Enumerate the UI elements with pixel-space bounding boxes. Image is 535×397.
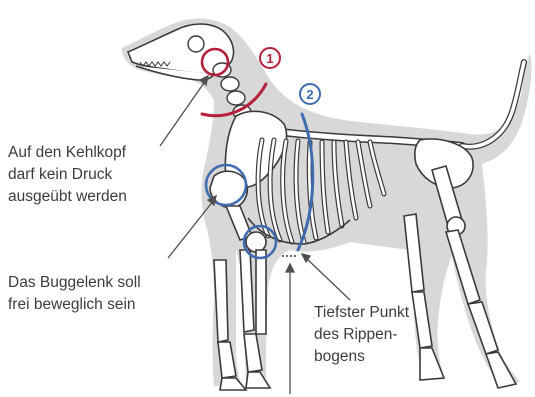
rib-label-line-3: bogens: [314, 346, 409, 368]
larynx-label-line-1: Auf den Kehlkopf: [8, 142, 127, 164]
larynx-label-line-2: darf kein Druck: [8, 164, 127, 186]
rib-lowest-point-label: Tiefster Punkt des Rippen- bogens: [314, 302, 409, 368]
rib-label-line-1: Tiefster Punkt: [314, 302, 409, 324]
marker-1-number: 1: [266, 51, 273, 66]
rib-label-line-2: des Rippen-: [314, 324, 409, 346]
larynx-label-line-3: ausgeübt werden: [8, 186, 127, 208]
shoulder-joint-label-line-1: Das Buggelenk soll: [8, 272, 141, 294]
shoulder-joint-label: Das Buggelenk soll frei beweglich sein: [8, 272, 141, 316]
larynx-label: Auf den Kehlkopf darf kein Druck ausgeüb…: [8, 142, 127, 208]
shoulder-joint-label-line-2: frei beweglich sein: [8, 294, 141, 316]
marker-2-number: 2: [306, 87, 313, 102]
eye-socket: [188, 36, 204, 52]
